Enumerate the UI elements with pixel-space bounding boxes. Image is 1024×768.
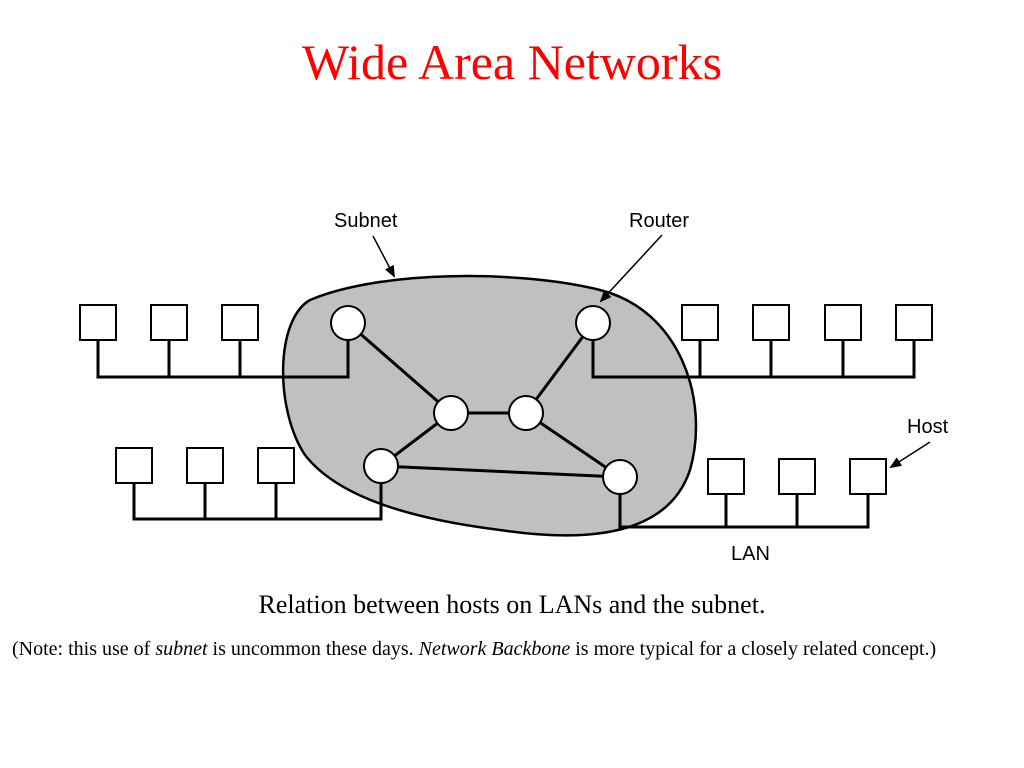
host [221,304,259,341]
router-label: Router [629,210,689,232]
router-node [575,305,611,341]
host [752,304,790,341]
host [778,458,816,495]
host [186,447,224,484]
router-pointer-arrow [599,234,663,303]
router-node [330,305,366,341]
note-text: (Note: this use of [12,638,156,660]
note-text: is uncommon these days. [207,638,419,660]
lan-top-right [591,323,916,379]
host [824,304,862,341]
lan-bottom-left [132,466,383,521]
host [257,447,295,484]
footnote: (Note: this use of subnet is uncommon th… [12,634,1002,664]
router-node [508,395,544,431]
note-text: is more typical for a closely related co… [570,638,937,660]
lan-top-left [96,323,350,379]
host [707,458,745,495]
slide-title: Wide Area Networks [301,34,723,90]
host [79,304,117,341]
subnet-label: Subnet [334,210,398,232]
subnet-pointer-arrow [372,235,395,278]
host [849,458,887,495]
router-node [363,448,399,484]
host [681,304,719,341]
router-node [433,395,469,431]
host-label: Host [907,416,949,438]
lan-label: LAN [731,543,770,565]
host [895,304,933,341]
note-subnet-term: subnet [155,638,208,660]
figure-caption: Relation between hosts on LANs and the s… [258,590,766,619]
lan-bottom-right [618,477,870,529]
host [150,304,188,341]
host [115,447,153,484]
note-backbone-term: Network Backbone [418,638,571,660]
router-node [602,459,638,495]
host-pointer-arrow [889,441,931,469]
